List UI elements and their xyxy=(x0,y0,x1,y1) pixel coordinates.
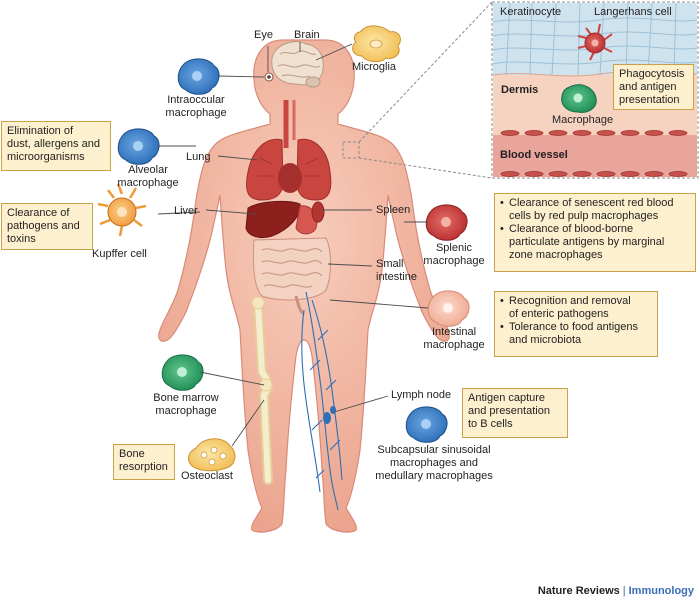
inset-connector xyxy=(342,1,493,179)
box-intestinal-function: Recognition and removal of enteric patho… xyxy=(494,291,658,357)
label-langerhans-cell: Langerhans cell xyxy=(594,6,672,18)
label-intestinal-macrophage: Intestinal macrophage xyxy=(423,326,485,351)
label-liver: Liver xyxy=(174,205,198,217)
box-kupffer-function: Clearance of pathogens and toxins xyxy=(1,203,93,250)
label-osteoclast: Osteoclast xyxy=(181,470,233,482)
credit-separator: | xyxy=(622,585,626,597)
label-alveolar-macrophage: Alveolar macrophage xyxy=(117,164,179,189)
label-kupffer-cell: Kupffer cell xyxy=(92,248,147,260)
label-skin-macrophage: Macrophage xyxy=(552,114,614,126)
label-brain: Brain xyxy=(294,29,320,41)
bone-marrow-macrophage-icon xyxy=(161,354,204,391)
publisher-name: Nature Reviews xyxy=(537,585,620,597)
bone-illustration xyxy=(251,296,274,485)
publisher-credit: Nature Reviews|Immunology xyxy=(538,585,694,597)
label-keratinocyte: Keratinocyte xyxy=(500,6,562,18)
alveolar-macrophage-icon xyxy=(117,128,160,165)
intestinal-macrophage-icon xyxy=(427,290,470,327)
label-lung: Lung xyxy=(186,151,211,163)
label-spleen: Spleen xyxy=(376,204,411,216)
intestinal-function-item: Recognition and removal of enteric patho… xyxy=(500,295,652,321)
box-lymph-function: Antigen capture and presentation to B ce… xyxy=(462,388,568,438)
splenic-function-item: Clearance of blood-borne particulate ant… xyxy=(500,223,690,262)
microglia-icon xyxy=(352,25,401,63)
leader-lines xyxy=(157,42,429,447)
lungs-illustration xyxy=(246,138,332,201)
box-splenic-function: Clearance of senescent red blood cells b… xyxy=(494,193,696,272)
journal-name: Immunology xyxy=(628,585,694,597)
box-skin-function: Phagocytosis and antigen presentation xyxy=(613,64,694,110)
box-alveolar-function: Elimination of dust, allergens and micro… xyxy=(1,121,111,171)
label-eye: Eye xyxy=(254,29,273,41)
kupffer-cell-icon xyxy=(97,183,147,237)
label-lymph-node: Lymph node xyxy=(391,389,452,401)
skin-macrophage-icon xyxy=(561,84,597,113)
spleen-illustration xyxy=(311,201,325,223)
label-splenic-macrophage: Splenic macrophage xyxy=(423,242,485,267)
label-microglia: Microglia xyxy=(352,61,397,73)
splenic-function-item: Clearance of senescent red blood cells b… xyxy=(500,197,690,223)
brain-illustration xyxy=(271,41,324,88)
intestinal-function-item: Tolerance to food antigens and microbiot… xyxy=(500,321,652,347)
box-bone-function: Bone resorption xyxy=(113,444,175,480)
osteoclast-icon xyxy=(188,438,236,472)
intraoccular-macrophage-icon xyxy=(177,58,220,95)
label-blood-vessel: Blood vessel xyxy=(500,149,568,161)
lymph-node-macrophage-icon xyxy=(405,406,448,443)
label-intraoccular-macrophage: Intraoccular macrophage xyxy=(165,94,227,119)
label-bone-marrow-macrophage: Bone marrow macrophage xyxy=(153,392,219,417)
label-dermis: Dermis xyxy=(501,84,539,96)
langerhans-cell-icon xyxy=(577,23,613,61)
label-small-intestine: Small intestine xyxy=(376,258,417,283)
liver-illustration xyxy=(245,200,301,239)
splenic-macrophage-icon xyxy=(425,204,468,241)
label-subcapsular-macrophages: Subcapsular sinusoidal macrophages and m… xyxy=(375,444,493,482)
